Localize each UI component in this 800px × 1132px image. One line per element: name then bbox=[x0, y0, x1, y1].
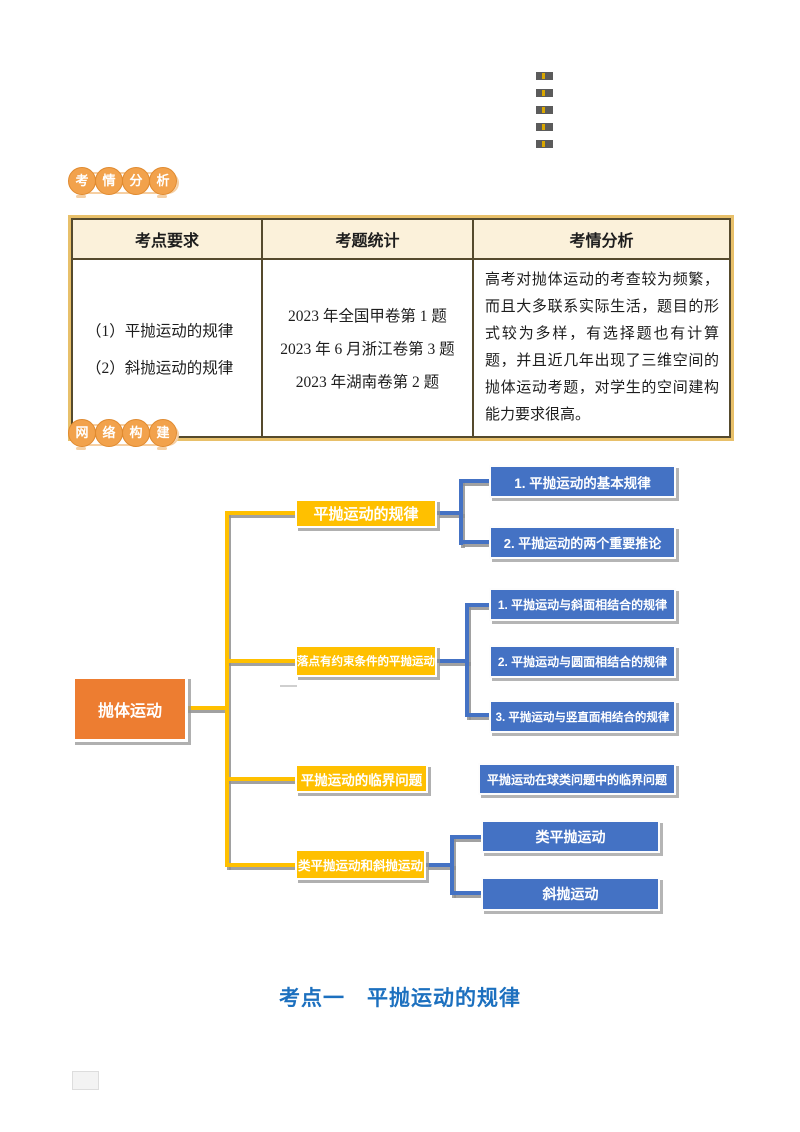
exam-analysis-table: 考点要求 考题统计 考情分析 （1）平抛运动的规律 （2）斜抛运动的规律 202… bbox=[68, 215, 734, 441]
leaf-node: 2. 平抛运动与圆面相结合的规律 bbox=[489, 645, 676, 678]
revision-marker-icon bbox=[536, 140, 553, 148]
connector-branch-2 bbox=[227, 659, 295, 663]
table-header-cell: 考点要求 bbox=[73, 220, 263, 258]
leaf-node: 类平抛运动 bbox=[481, 820, 660, 853]
table-header-cell: 考情分析 bbox=[569, 233, 634, 250]
section-title: 考点一 平抛运动的规律 bbox=[279, 987, 521, 1010]
statistics-cell: 2023 年全国甲卷第 1 题 2023 年 6 月浙江卷第 3 题 2023 … bbox=[263, 260, 474, 436]
mindmap-root-node: 抛体运动 bbox=[72, 676, 188, 742]
connector-b2-bracket bbox=[465, 603, 469, 717]
connector-b4 bbox=[426, 863, 454, 867]
leaf-node: 2. 平抛运动的两个重要推论 bbox=[489, 526, 676, 559]
network-build-badge: 网 络 构 建 bbox=[68, 419, 248, 451]
badge-tick bbox=[76, 195, 86, 198]
badge-coin: 情 bbox=[95, 167, 123, 195]
badge-tick bbox=[157, 195, 167, 198]
statistic-line: 2023 年 6 月浙江卷第 3 题 bbox=[280, 341, 455, 358]
leaf-node: 平抛运动在球类问题中的临界问题 bbox=[478, 763, 676, 795]
branch-node-pingpao-rules: 平抛运动的规律 bbox=[295, 499, 437, 528]
leaf-node: 1. 平抛运动与斜面相结合的规律 bbox=[489, 588, 676, 621]
badge-coin: 建 bbox=[149, 419, 177, 447]
statistic-line: 2023 年湖南卷第 2 题 bbox=[295, 374, 440, 391]
revision-marker-icon bbox=[536, 72, 553, 80]
requirement-line: （2）斜抛运动的规律 bbox=[86, 359, 234, 377]
analysis-cell: 高考对抛体运动的考查较为频繁，而且大多联系实际生活，题目的形式较为多样，有选择题… bbox=[485, 272, 719, 423]
connector-b4-stub bbox=[452, 835, 481, 839]
connector-root bbox=[186, 706, 225, 710]
badge-coin: 络 bbox=[95, 419, 123, 447]
connector-b2-stub bbox=[467, 603, 489, 607]
table-header-cell: 考题统计 bbox=[263, 220, 474, 258]
badge-coin: 构 bbox=[122, 419, 150, 447]
connector-b2 bbox=[437, 659, 469, 663]
connector-b2-stub bbox=[467, 713, 489, 717]
branch-node-critical-problems: 平抛运动的临界问题 bbox=[295, 764, 428, 793]
badge-coin: 考 bbox=[68, 167, 96, 195]
connector-b1-stub bbox=[461, 540, 489, 544]
connector-b1 bbox=[437, 511, 463, 515]
page-number-chip bbox=[72, 1071, 99, 1090]
connector-branch-4 bbox=[227, 863, 295, 867]
badge-tick bbox=[76, 447, 86, 450]
connector-b1-bracket bbox=[459, 479, 463, 545]
revision-marker-icon bbox=[536, 123, 553, 131]
connector-branch-1 bbox=[227, 511, 295, 515]
statistic-line: 2023 年全国甲卷第 1 题 bbox=[288, 308, 447, 325]
connector-b4-bracket bbox=[450, 835, 454, 895]
shadow-artifact bbox=[280, 685, 297, 699]
table-row: （1）平抛运动的规律 （2）斜抛运动的规律 2023 年全国甲卷第 1 题 20… bbox=[73, 260, 729, 436]
leaf-node: 斜抛运动 bbox=[481, 877, 660, 911]
badge-coin: 分 bbox=[122, 167, 150, 195]
connector-b4-stub bbox=[452, 891, 481, 895]
connector-trunk bbox=[225, 511, 229, 867]
branch-node-constrained-landing: 落点有约束条件的平抛运动 bbox=[295, 645, 437, 677]
requirements-cell: （1）平抛运动的规律 （2）斜抛运动的规律 bbox=[73, 260, 263, 436]
leaf-node: 3. 平抛运动与竖直面相结合的规律 bbox=[489, 700, 676, 733]
badge-tick bbox=[157, 447, 167, 450]
badge-coin: 网 bbox=[68, 419, 96, 447]
revision-marker-icon bbox=[536, 106, 553, 114]
badge-coin: 析 bbox=[149, 167, 177, 195]
branch-node-quasi-oblique: 类平抛运动和斜抛运动 bbox=[295, 849, 426, 880]
leaf-node: 1. 平抛运动的基本规律 bbox=[489, 465, 676, 498]
requirement-line: （1）平抛运动的规律 bbox=[86, 322, 234, 340]
connector-b1-stub bbox=[461, 479, 489, 483]
revision-marker-icon bbox=[536, 89, 553, 97]
exam-analysis-badge: 考 情 分 析 bbox=[68, 167, 248, 199]
table-header-row: 考点要求 考题统计 考情分析 bbox=[73, 220, 729, 260]
connector-branch-3 bbox=[227, 777, 295, 781]
